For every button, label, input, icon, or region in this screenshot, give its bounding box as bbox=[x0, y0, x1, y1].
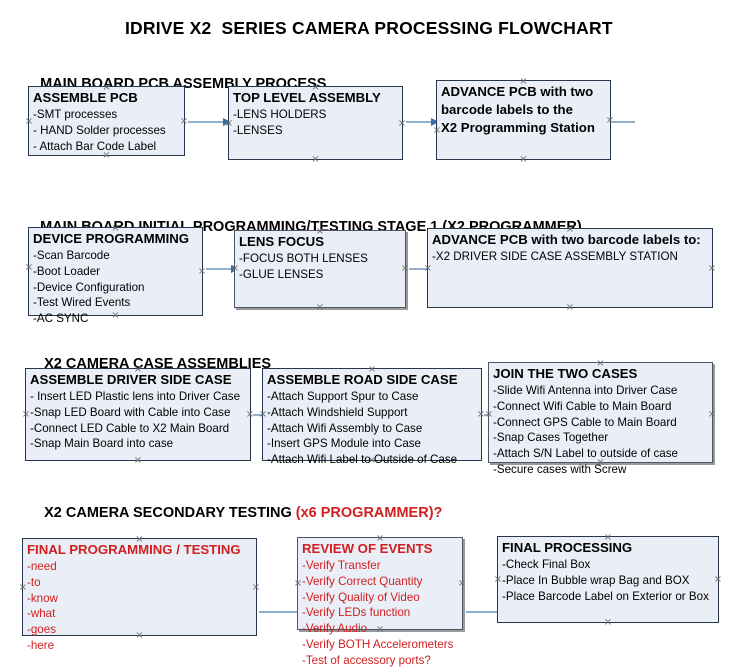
connector-lens-focus-to-advance-pcb-driver-side bbox=[409, 265, 435, 273]
node-line: -LENSES bbox=[233, 123, 283, 137]
node-line: -Verify BOTH Accelerometers bbox=[302, 637, 454, 651]
node-line: -GLUE LENSES bbox=[239, 267, 324, 281]
node-line: - Insert LED Plastic lens into Driver Ca… bbox=[30, 390, 241, 404]
node-header: LENS FOCUS bbox=[239, 234, 324, 249]
node-line: -Attach Wifi Label to Outside of Case bbox=[267, 453, 458, 467]
page-title: IDRIVE X2 SERIES CAMERA PROCESSING FLOWC… bbox=[125, 18, 613, 38]
connector-review-of-events-to-final-processing bbox=[466, 608, 506, 616]
node-header: FINAL PROCESSING bbox=[502, 540, 633, 555]
node-header: DEVICE PROGRAMMING bbox=[33, 231, 190, 246]
node-line: -SMT processes bbox=[33, 108, 118, 122]
node-line: -Verify Correct Quantity bbox=[302, 574, 423, 588]
node-line: -Verify LEDs function bbox=[302, 606, 411, 620]
node-header: ASSEMBLE DRIVER SIDE CASE bbox=[30, 372, 232, 387]
node-line: -goes bbox=[27, 623, 57, 637]
section-heading-accent: (x6 PROGRAMMER)? bbox=[295, 505, 443, 521]
node-header: REVIEW OF EVENTS bbox=[302, 541, 433, 556]
node-line: -Attach S/N Label to outside of case bbox=[493, 447, 678, 461]
node-line: -Boot Loader bbox=[33, 264, 101, 278]
node-line: -Connect GPS Cable to Main Board bbox=[493, 415, 677, 429]
node-line: -to bbox=[27, 575, 41, 589]
node-lens-focus[interactable]: LENS FOCUS -FOCUS BOTH LENSES -GLUE LENS… bbox=[234, 230, 406, 308]
node-line: -Connect LED Cable to X2 Main Board bbox=[30, 421, 230, 435]
connector-top-level-assembly-to-advance-pcb bbox=[406, 118, 439, 126]
node-review-of-events[interactable]: REVIEW OF EVENTS -Verify Transfer -Verif… bbox=[297, 537, 463, 667]
node-line: -Verify Transfer bbox=[302, 559, 381, 573]
node-line: -Secure cases with Screw bbox=[493, 462, 627, 476]
node-line: -Snap Cases Together bbox=[493, 431, 609, 445]
node-join-the-two-cases[interactable]: JOIN THE TWO CASES -Slide Wifi Antenna i… bbox=[488, 362, 713, 476]
connector-assemble-pcb-to-top-level-assembly bbox=[188, 118, 231, 126]
node-top-level-assembly[interactable]: TOP LEVEL ASSEMBLY -LENS HOLDERS -LENSES bbox=[228, 86, 403, 160]
node-line: -Attach Windshield Support bbox=[267, 405, 408, 419]
node-line: -FOCUS BOTH LENSES bbox=[239, 252, 368, 266]
node-header: JOIN THE TWO CASES bbox=[493, 366, 638, 381]
resize-handle-bottom[interactable] bbox=[311, 155, 320, 164]
node-header: ADVANCE PCB with two bbox=[441, 84, 594, 99]
node-line: -Scan Barcode bbox=[33, 249, 110, 263]
node-assemble-driver-side-case[interactable]: ASSEMBLE DRIVER SIDE CASE - Insert LED P… bbox=[25, 368, 251, 461]
node-final-processing[interactable]: FINAL PROCESSING -Check Final Box -Place… bbox=[497, 536, 719, 623]
node-line: barcode labels to the bbox=[441, 102, 573, 118]
node-line: -Check Final Box bbox=[502, 558, 591, 572]
connector-device-programming-to-lens-focus bbox=[206, 265, 239, 273]
section-heading-text: X2 CAMERA SECONDARY TESTING bbox=[44, 505, 296, 521]
node-line: -Snap Main Board into case bbox=[30, 437, 174, 451]
node-line: -here bbox=[27, 638, 55, 652]
node-line: - HAND Solder processes bbox=[33, 123, 166, 137]
node-line: -Snap LED Board with Cable into Case bbox=[30, 405, 231, 419]
node-line: -Insert GPS Module into Case bbox=[267, 437, 422, 451]
node-advance-pcb-programming-station[interactable]: ADVANCE PCB with two barcode labels to t… bbox=[436, 80, 611, 160]
node-line: -Verify Audio bbox=[302, 622, 368, 636]
connector-stub-row1 bbox=[611, 121, 635, 123]
node-advance-pcb-driver-side-case[interactable]: ADVANCE PCB with two barcode labels to: … bbox=[427, 228, 713, 308]
connector-final-programming-to-review-of-events bbox=[259, 608, 305, 616]
node-line-overflow: -Test of accessory ports? bbox=[302, 653, 431, 667]
node-header: ASSEMBLE PCB bbox=[33, 90, 138, 105]
node-line: -AC SYNC bbox=[33, 312, 89, 326]
node-line: -Place In Bubble wrap Bag and BOX bbox=[502, 573, 690, 587]
resize-handle-bottom[interactable] bbox=[604, 618, 613, 627]
node-line: -Verify Quality of Video bbox=[302, 590, 420, 604]
node-line: -need bbox=[27, 560, 57, 574]
node-assemble-road-side-case[interactable]: ASSEMBLE ROAD SIDE CASE -Attach Support … bbox=[262, 368, 482, 466]
node-line: -know bbox=[27, 591, 58, 605]
node-line: - Attach Bar Code Label bbox=[33, 139, 157, 153]
node-final-programming-testing[interactable]: FINAL PROGRAMMING / TESTING -need -to -k… bbox=[22, 538, 257, 652]
node-line: -Slide Wifi Antenna into Driver Case bbox=[493, 384, 678, 398]
resize-handle-bottom[interactable] bbox=[134, 456, 143, 465]
node-line: -Test Wired Events bbox=[33, 296, 131, 310]
node-line: X2 Programming Station bbox=[441, 120, 595, 136]
resize-handle-bottom[interactable] bbox=[316, 303, 325, 312]
node-header: TOP LEVEL ASSEMBLY bbox=[233, 90, 381, 105]
resize-handle-bottom[interactable] bbox=[519, 155, 528, 164]
node-line: -Attach Support Spur to Case bbox=[267, 390, 419, 404]
node-header: ADVANCE PCB with two barcode labels to: bbox=[432, 232, 701, 247]
node-line: -Place Barcode Label on Exterior or Box bbox=[502, 589, 709, 603]
resize-handle-bottom[interactable] bbox=[566, 303, 575, 312]
node-line: -Attach Wifi Assembly to Case bbox=[267, 421, 423, 435]
node-line: -LENS HOLDERS bbox=[233, 108, 327, 122]
node-line: -Connect Wifi Cable to Main Board bbox=[493, 399, 672, 413]
node-device-programming[interactable]: DEVICE PROGRAMMING -Scan Barcode -Boot L… bbox=[28, 227, 203, 325]
section-heading-x2-camera-secondary-testing: X2 CAMERA SECONDARY TESTING (x6 PROGRAMM… bbox=[28, 489, 442, 537]
node-line: -X2 DRIVER SIDE CASE ASSEMBLY STATION bbox=[432, 250, 678, 264]
node-line: -what bbox=[27, 607, 56, 621]
node-header: ASSEMBLE ROAD SIDE CASE bbox=[267, 372, 458, 387]
node-assemble-pcb[interactable]: ASSEMBLE PCB -SMT processes - HAND Solde… bbox=[28, 86, 185, 156]
node-line: -Device Configuration bbox=[33, 280, 145, 294]
node-header: FINAL PROGRAMMING / TESTING bbox=[27, 542, 241, 557]
